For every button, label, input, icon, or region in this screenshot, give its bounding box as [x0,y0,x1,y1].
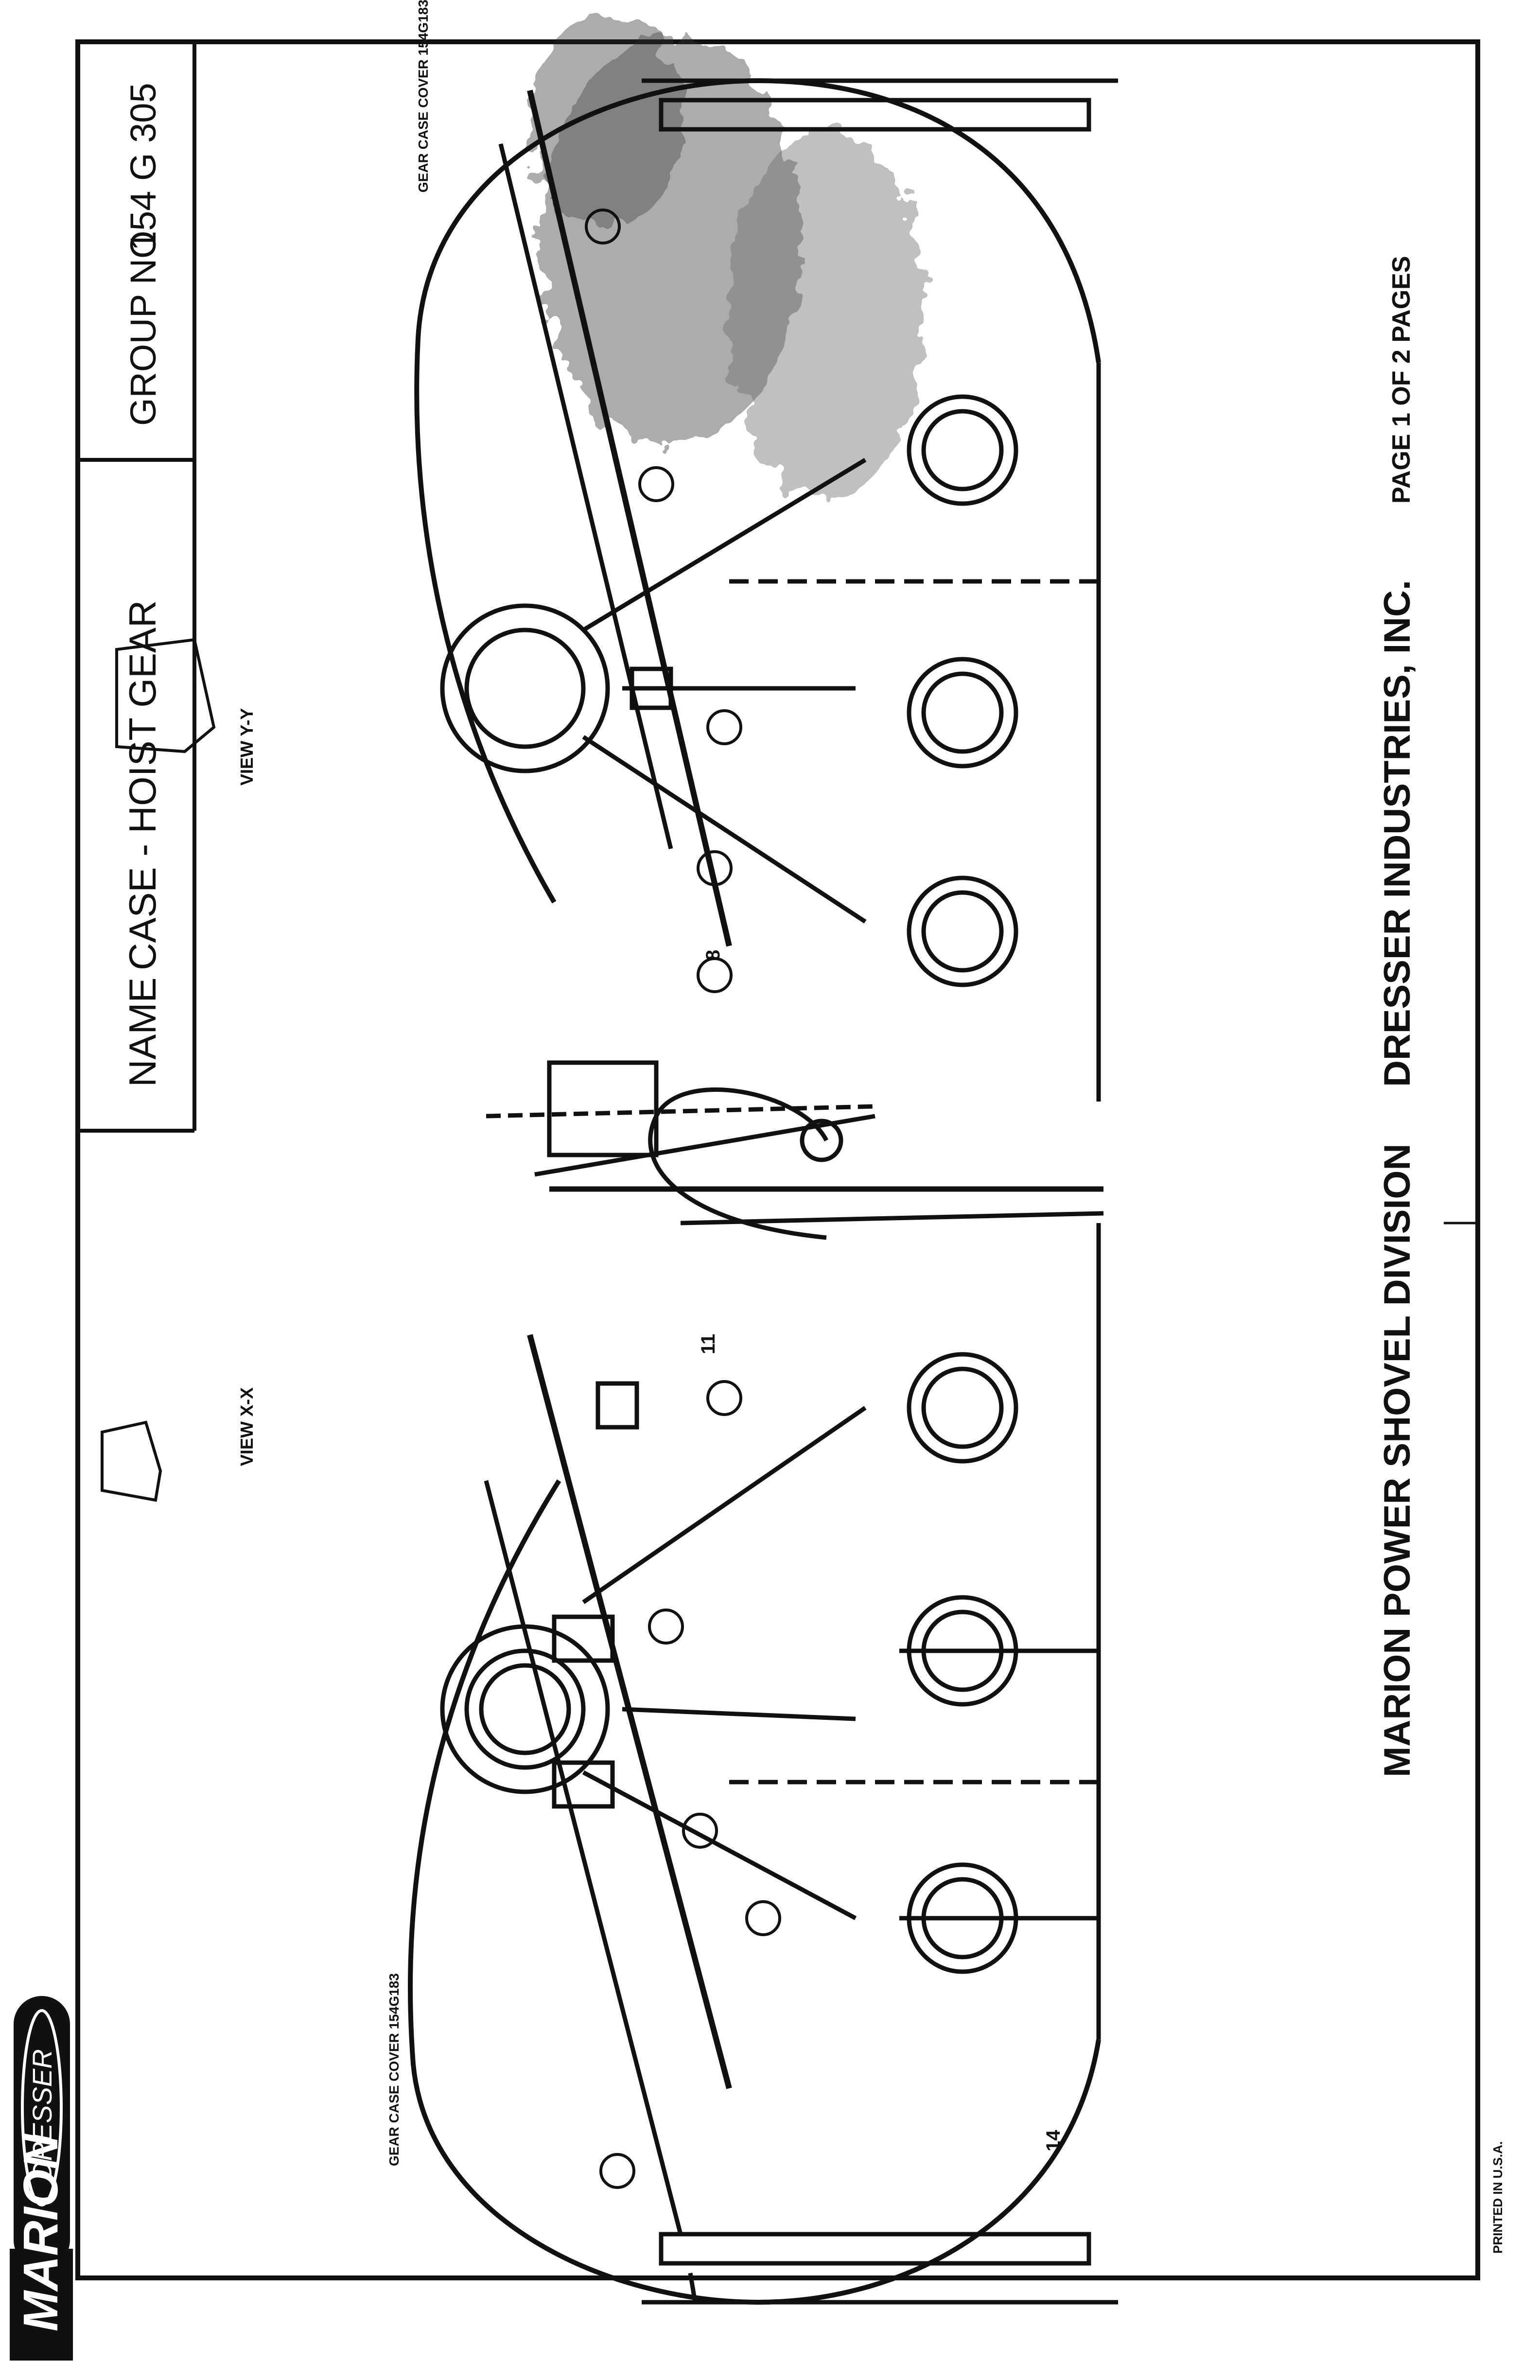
gear-case-cover-right: GEAR CASE COVER 154G183A [416,0,431,192]
view-y-label: VIEW Y-Y [237,708,257,786]
callout-bubble [599,2153,635,2189]
callout-bubble [638,466,674,502]
division-label: MARION POWER SHOVEL DIVISION [1377,1144,1418,1777]
item-callouts [585,209,781,2189]
gear-case-cover-left: GEAR CASE COVER 154G183 [386,1973,402,2166]
page-label: PAGE 1 OF 2 PAGES [1387,256,1416,504]
callout-bubble [706,1380,742,1416]
group-label: GROUP NO [123,230,163,426]
callout-bubble [745,1900,781,1936]
callout-bubble [682,1813,718,1849]
view-x-label: VIEW X-X [237,1387,257,1466]
left-gear-case [408,1186,1118,2305]
item-8-label: 8 [702,950,724,961]
callout-bubble [585,209,621,245]
company-label: DRESSER INDUSTRIES, INC. [1377,580,1418,1087]
logo-brand: MARION [14,2134,68,2331]
marion-dresser-logo: MARION MARION DRESSER [10,1996,73,2361]
logo-sub-brand: DRESSER [27,2049,57,2181]
callout-bubble [648,1609,684,1645]
scan-smudge [530,13,924,499]
group-value: 154 G 305 [123,83,163,251]
view-x-detail [101,1420,162,1502]
sheet-border [75,39,1480,2280]
printed-label: PRINTED IN U.S.A. [1490,2141,1505,2254]
title-block: NAME CASE - HOIST GEAR GROUP NO 154 G 30… [78,42,196,1133]
center-bearing [486,1060,875,1240]
view-y-detail [115,638,216,753]
callout-bubble [697,850,733,886]
callout-bubble [706,709,742,745]
item-14-label: 14 [1043,2130,1064,2152]
name-label: NAME [121,978,164,1087]
callout-bubble [697,957,733,993]
right-gear-case [414,78,1118,1102]
name-value: CASE - HOIST GEAR [121,600,164,970]
item-11-label: 11 [698,1334,719,1354]
